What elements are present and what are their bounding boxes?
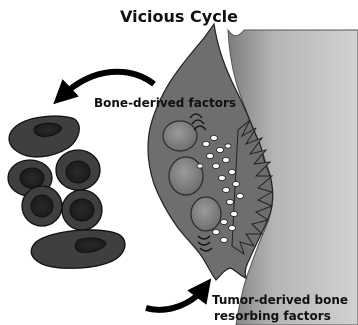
tumor-derived-factors-label-line1: Tumor-derived bone: [212, 293, 348, 307]
tumor-cell: [31, 230, 125, 268]
nucleus: [169, 157, 203, 195]
tumor-cells: [8, 116, 125, 268]
tumor-cell: [9, 116, 79, 157]
diagram-title: Vicious Cycle: [0, 7, 358, 26]
tumor-cell: [22, 186, 62, 226]
tumor-derived-factors-label-line2: resorbing factors: [214, 309, 331, 323]
nucleus: [163, 121, 197, 151]
tumor-cell: [56, 150, 100, 190]
bone-derived-factors-label: Bone-derived factors: [94, 96, 236, 110]
bone-to-tumor-arrow: [62, 72, 154, 96]
tumor-cell: [62, 190, 102, 230]
tumor-to-bone-arrow: [146, 288, 204, 310]
nucleus: [191, 197, 221, 231]
